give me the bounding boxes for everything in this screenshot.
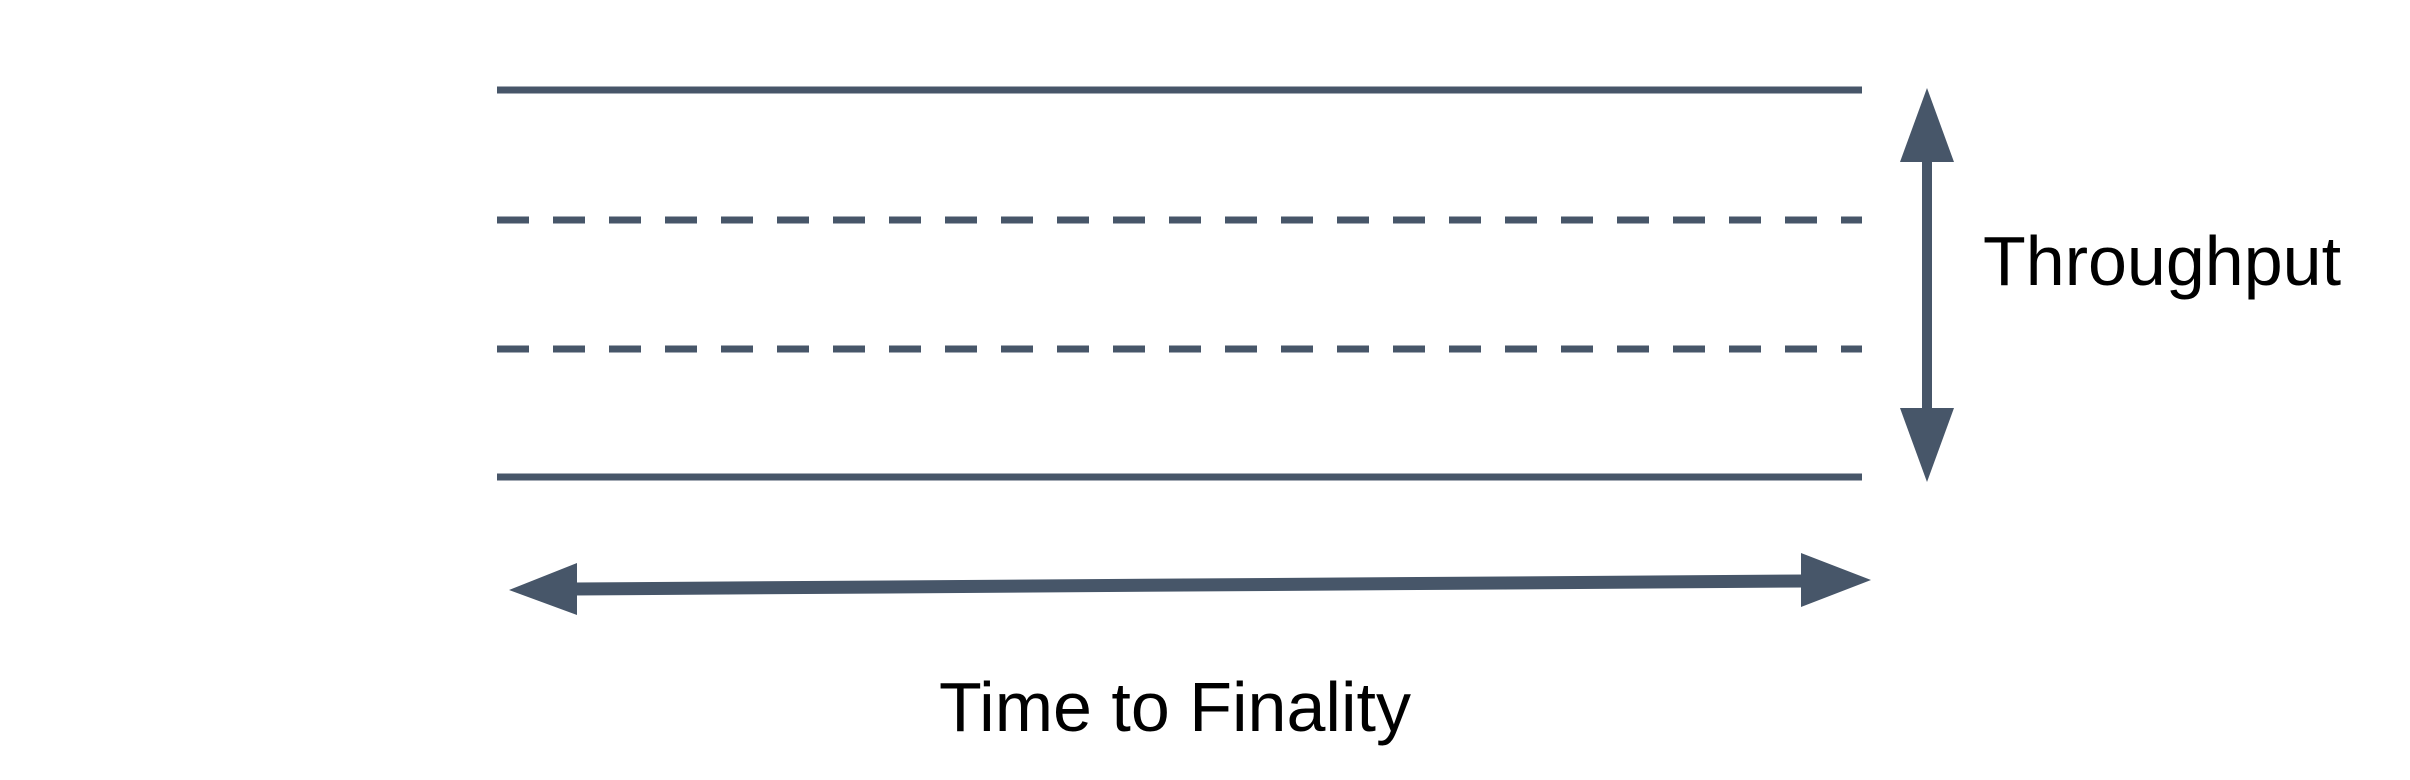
throughput-arrow-head-down [1900, 408, 1954, 482]
time-to-finality-arrow-stem [573, 574, 1806, 596]
throughput-double-arrow-icon [1900, 88, 1954, 482]
time-to-finality-arrow-head-left [509, 563, 577, 615]
throughput-arrow-head-up [1900, 88, 1954, 162]
time-to-finality-double-arrow-icon [509, 553, 1871, 615]
time-to-finality-label: Time to Finality [939, 668, 1411, 746]
time-to-finality-arrow-head-right [1801, 553, 1871, 607]
throughput-label: Throughput [1983, 222, 2342, 300]
